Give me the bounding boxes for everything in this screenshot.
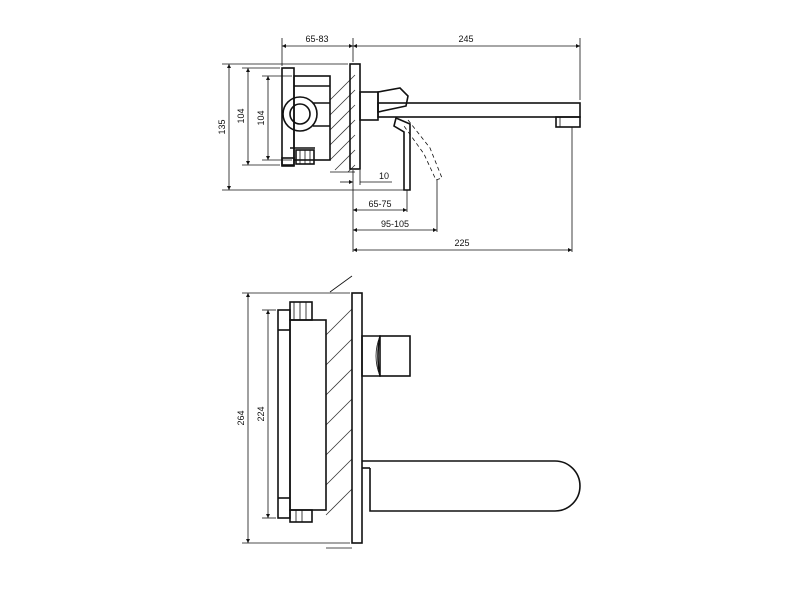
dim-height-overall: 135 (217, 119, 227, 134)
spout-outlet (555, 116, 581, 128)
dim-range-a: 65-75 (368, 199, 391, 209)
dim-total-length: 245 (458, 34, 473, 44)
front-view: 264 224 (236, 275, 581, 549)
dimension-labels-front: 264 224 (236, 406, 266, 425)
handle-front (361, 335, 411, 377)
mixer-body-top (359, 87, 581, 191)
spout-top (377, 102, 581, 118)
wall-hatching-top (329, 74, 356, 173)
mounting-box-front (277, 301, 327, 523)
dim-spout-reach: 225 (454, 238, 469, 248)
dimension-lines-top (227, 44, 580, 252)
top-view: 65-83 245 135 104 104 10 65-75 95-105 22… (217, 34, 581, 252)
dim-height-box: 224 (256, 406, 266, 421)
lever-top (393, 116, 411, 191)
cover-plate-front (351, 292, 363, 544)
dim-plate-thickness: 10 (379, 171, 389, 181)
mounting-box-top (281, 67, 331, 167)
dim-depth-box: 65-83 (305, 34, 328, 44)
valve-inner-circle (289, 103, 311, 125)
dimension-lines-front (246, 293, 270, 543)
valve-outer-circle (282, 96, 318, 132)
spout-front (362, 460, 581, 512)
dim-range-b: 95-105 (381, 219, 409, 229)
dim-height-box-outer: 104 (236, 108, 246, 123)
lever-dashed-position (403, 119, 443, 181)
dim-height-plate: 264 (236, 410, 246, 425)
dim-height-box-inner: 104 (256, 110, 266, 125)
dimension-labels-top: 65-83 245 135 104 104 10 65-75 95-105 22… (217, 34, 474, 248)
wall-hatching-front (325, 275, 353, 549)
